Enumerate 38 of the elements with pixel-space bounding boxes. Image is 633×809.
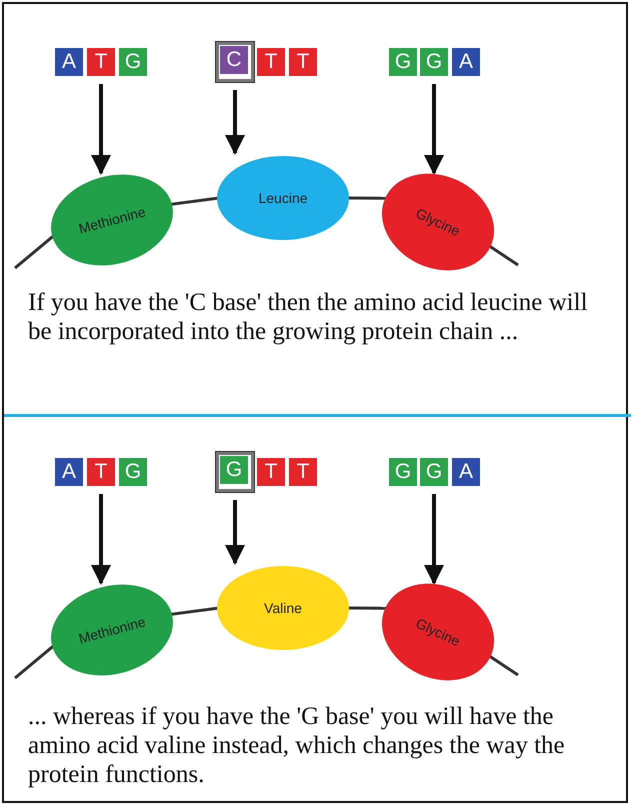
amino-acid-ellipse: Valine	[217, 566, 349, 650]
chain-line	[170, 606, 220, 616]
chain-line	[347, 606, 388, 610]
amino-acid-ellipse: Leucine	[217, 156, 349, 240]
highlight-frame	[216, 452, 254, 492]
base-letter-tile: T	[257, 48, 285, 76]
base-letter-tile: T	[87, 458, 115, 486]
chain-line	[14, 234, 55, 270]
base-letter-tile: G	[389, 458, 417, 486]
base-letter-tile: G	[220, 456, 248, 484]
base-letter-tile: G	[119, 458, 147, 486]
chain-line	[170, 196, 220, 206]
base-letter-tile: G	[420, 458, 448, 486]
arrow	[91, 494, 111, 585]
base-letter-tile: A	[452, 48, 480, 76]
base-letter-tile: C	[220, 46, 248, 74]
base-letter-tile: T	[289, 458, 317, 486]
chain-line	[488, 244, 519, 266]
arrow	[91, 84, 111, 175]
base-letter-tile: A	[55, 458, 83, 486]
chain-line	[14, 644, 55, 680]
chain-line	[347, 196, 388, 200]
arrow	[424, 84, 444, 175]
base-letter-tile: T	[289, 48, 317, 76]
arrow	[424, 494, 444, 585]
base-letter-tile: G	[420, 48, 448, 76]
base-letter-tile: T	[87, 48, 115, 76]
highlight-frame	[216, 42, 254, 82]
caption-text: If you have the 'C base' then the amino acid leucine will be incorporated into the growing protein chain ...	[28, 288, 588, 346]
base-letter-tile: A	[452, 458, 480, 486]
base-letter-tile: G	[119, 48, 147, 76]
base-letter-tile: A	[55, 48, 83, 76]
base-letter-tile: T	[257, 458, 285, 486]
arrow	[225, 90, 245, 155]
arrow	[225, 500, 245, 565]
caption-text: ... whereas if you have the 'G base' you will have the amino acid valine instead, which changes the way the protein functions.	[28, 702, 566, 789]
chain-line	[488, 654, 519, 676]
base-letter-tile: G	[389, 48, 417, 76]
